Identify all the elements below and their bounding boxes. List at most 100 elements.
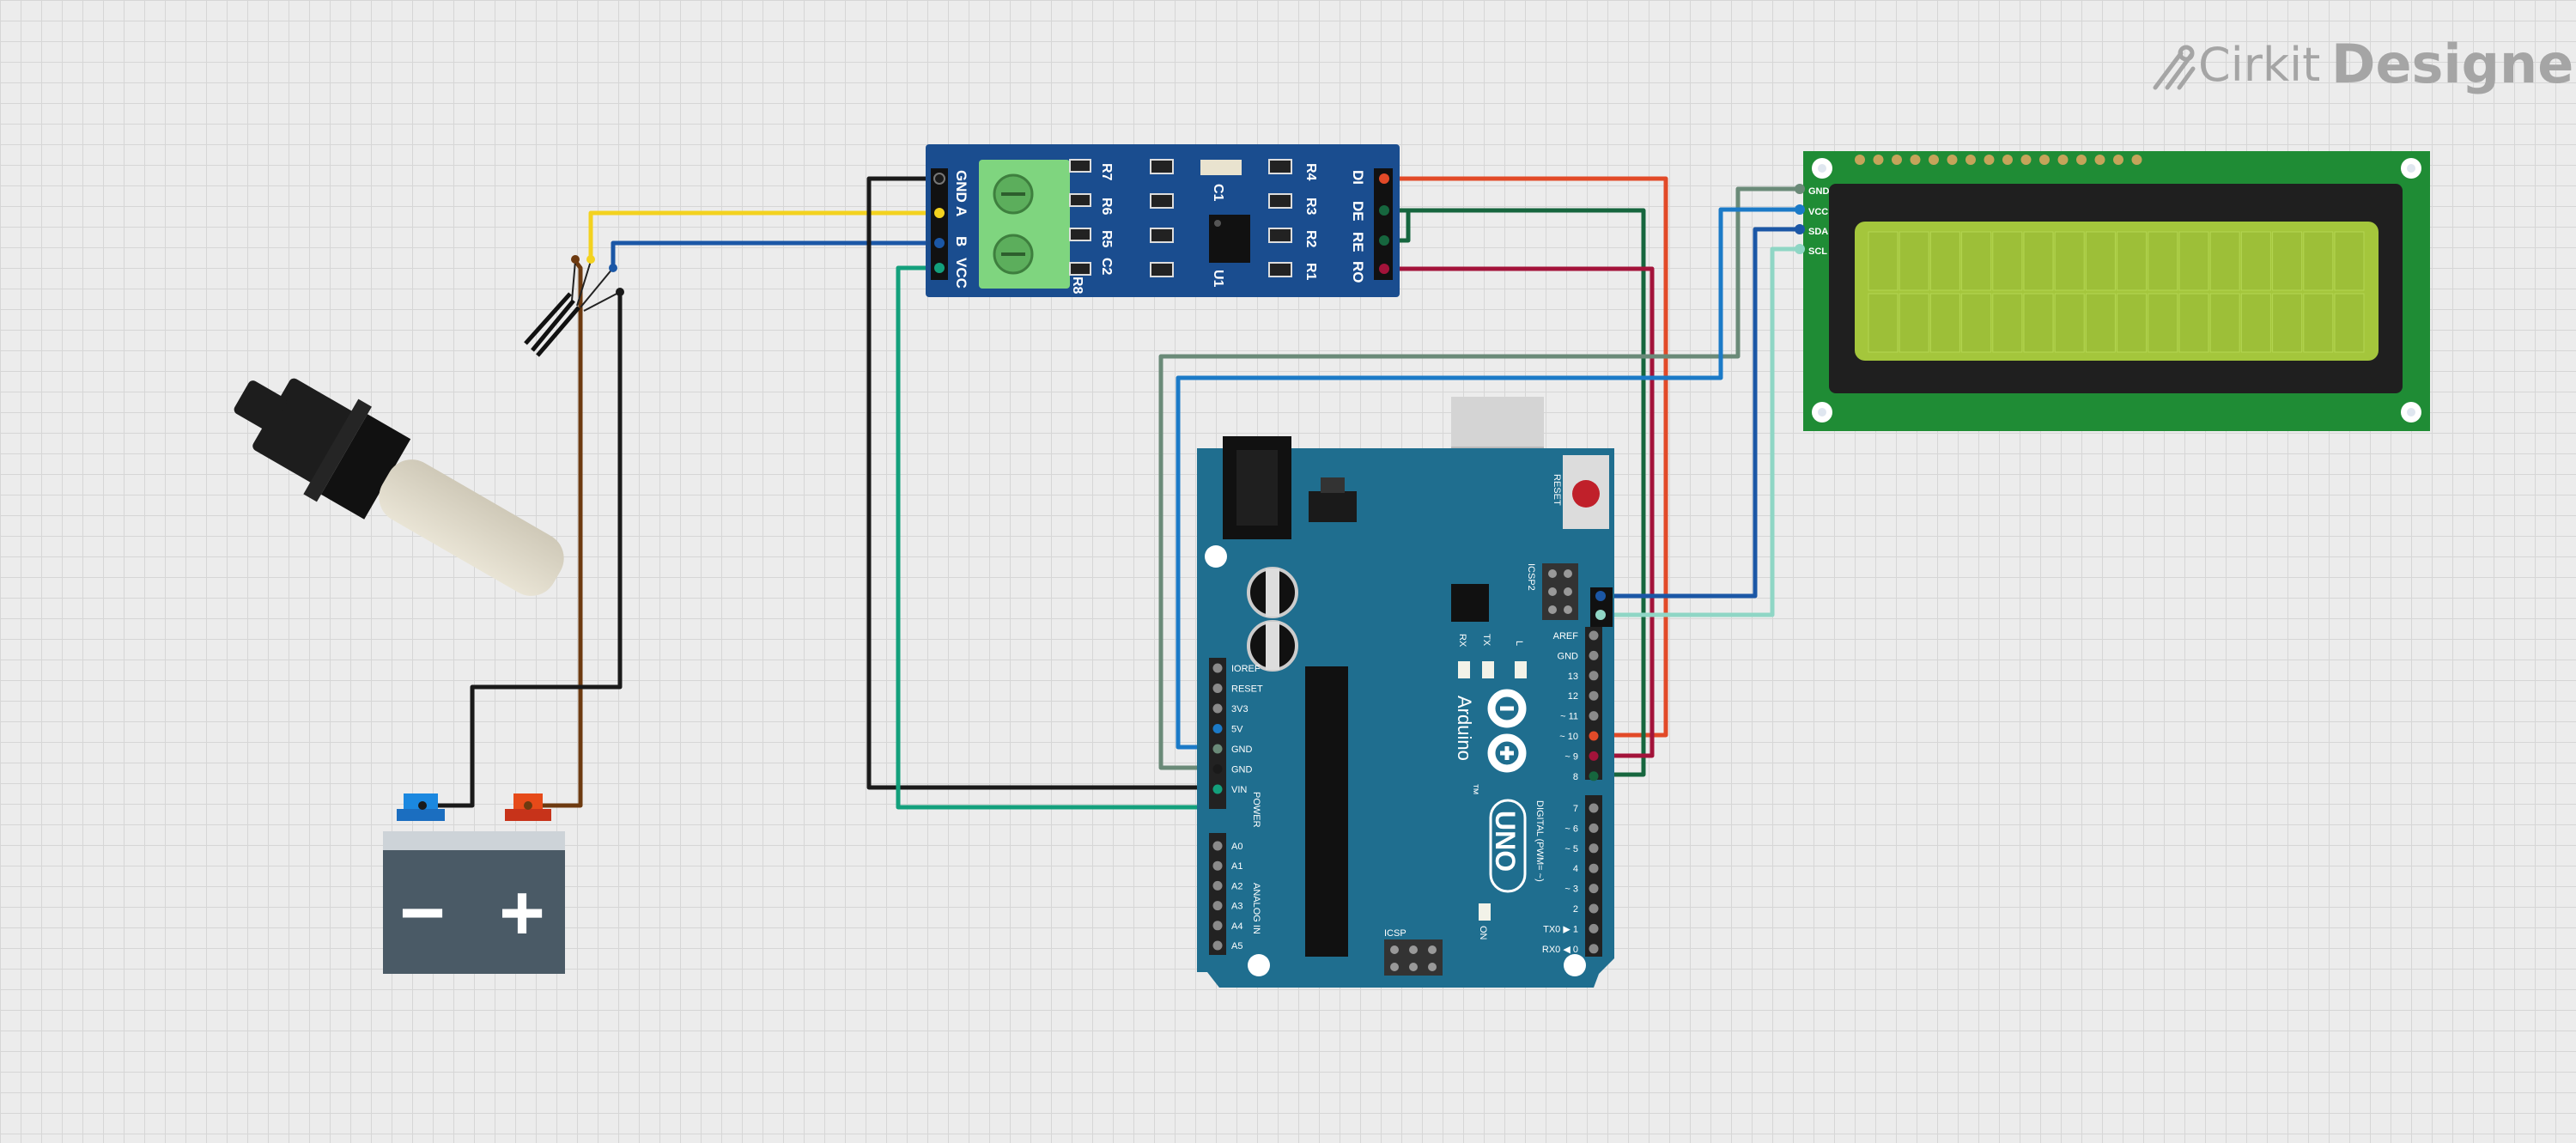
icsp2-pin-sda[interactable] bbox=[1595, 591, 1606, 601]
pin-dhigh-aref[interactable] bbox=[1589, 630, 1599, 641]
lcd-cell bbox=[2085, 293, 2116, 353]
icsp2-pin-scl[interactable] bbox=[1595, 610, 1606, 620]
lcd-top-pin bbox=[1873, 155, 1884, 165]
lcd-top-pin bbox=[1929, 155, 1939, 165]
wire-rs485-de-green[interactable] bbox=[1383, 208, 1646, 777]
pin-power-gnd[interactable] bbox=[1212, 744, 1223, 754]
pin-analog-a4[interactable] bbox=[1212, 921, 1223, 931]
pin-dlow-3[interactable] bbox=[1589, 884, 1599, 894]
pin-dhigh-10[interactable] bbox=[1589, 731, 1599, 741]
rs485-comp-c2: C2 bbox=[1099, 258, 1114, 276]
pin-power-ioref[interactable] bbox=[1212, 663, 1223, 673]
wire-rs485-ro-crimson[interactable] bbox=[1383, 266, 1655, 758]
analog-header bbox=[1209, 833, 1226, 955]
pin-power-5v[interactable] bbox=[1212, 724, 1223, 733]
lcd-cell bbox=[2209, 231, 2240, 291]
wire-lcd-scl-light[interactable] bbox=[1596, 246, 1802, 617]
lcd-pin-vcc[interactable] bbox=[1795, 204, 1805, 215]
wire-rs485-gnd-black[interactable] bbox=[866, 176, 1218, 790]
pin-analog-a3[interactable] bbox=[1212, 901, 1223, 911]
pin-label-power-gnd: GND bbox=[1231, 765, 1253, 775]
rs485-pin-a[interactable] bbox=[934, 208, 945, 218]
rs485-pin-di[interactable] bbox=[1379, 173, 1389, 184]
lcd-label-sda: SDA bbox=[1808, 227, 1828, 237]
rs485-comp-r5: R5 bbox=[1099, 230, 1114, 248]
lcd-cell bbox=[2334, 231, 2365, 291]
wire-probe-blue[interactable] bbox=[611, 240, 940, 271]
rs485-label-re: RE bbox=[1350, 232, 1366, 252]
wire-probe-yellow[interactable] bbox=[588, 210, 940, 262]
rs485-comp-c1: C1 bbox=[1211, 184, 1225, 202]
pin-label-dhigh-aref: AREF bbox=[1553, 631, 1579, 641]
lcd-cell bbox=[2334, 293, 2365, 353]
rs485-label-di: DI bbox=[1350, 170, 1366, 185]
battery-body bbox=[383, 850, 565, 974]
pin-analog-a2[interactable] bbox=[1212, 880, 1223, 891]
pin-dlow-6[interactable] bbox=[1589, 823, 1599, 833]
lcd-pin-scl[interactable] bbox=[1795, 244, 1805, 254]
wire-rs485-di-red[interactable] bbox=[1383, 176, 1668, 738]
lcd-cell bbox=[2303, 231, 2334, 291]
pin-label-dlow-5: ~ 5 bbox=[1564, 844, 1578, 854]
battery-negative-terminal[interactable] bbox=[404, 793, 438, 809]
lcd-top-pin bbox=[1892, 155, 1902, 165]
pin-dlow-7[interactable] bbox=[1589, 803, 1599, 813]
pin-dlow-rx0-0[interactable] bbox=[1589, 944, 1599, 954]
lcd-cell bbox=[2178, 231, 2209, 291]
wire-probe-black[interactable] bbox=[420, 289, 623, 808]
conductivity-probe[interactable] bbox=[214, 255, 624, 624]
pin-analog-a1[interactable] bbox=[1212, 860, 1223, 871]
rs485-pin-re[interactable] bbox=[1379, 235, 1389, 246]
pin-power-gnd[interactable] bbox=[1212, 764, 1223, 774]
pin-power-3v3[interactable] bbox=[1212, 703, 1223, 714]
arduino-uno[interactable]: RESET ICSP2 RX TX L ON Arduino ™ UNO bbox=[1197, 397, 1614, 988]
rs485-pin-de[interactable] bbox=[1379, 205, 1389, 216]
rs485-pin-ro[interactable] bbox=[1379, 264, 1389, 274]
pin-label-dlow-2: 2 bbox=[1573, 904, 1578, 915]
pin-dhigh-8[interactable] bbox=[1589, 771, 1599, 781]
pin-dlow-5[interactable] bbox=[1589, 843, 1599, 854]
lcd-label-vcc: VCC bbox=[1808, 207, 1828, 217]
lcd-pin-gnd[interactable] bbox=[1795, 184, 1805, 194]
lcd-cell bbox=[2023, 293, 2054, 353]
pin-dlow-4[interactable] bbox=[1589, 863, 1599, 873]
rs485-label-de: DE bbox=[1350, 201, 1366, 222]
lcd-top-pin bbox=[2039, 155, 2050, 165]
led-l-label: L bbox=[1514, 641, 1524, 646]
lcd-16x2[interactable]: GND VCC SDA SCL bbox=[1795, 151, 2430, 431]
wire-lcd-vcc-blue[interactable] bbox=[1176, 207, 1802, 750]
lcd-pin-sda[interactable] bbox=[1795, 224, 1805, 234]
pin-dhigh-gnd[interactable] bbox=[1589, 650, 1599, 660]
rs485-pin-vcc[interactable] bbox=[934, 263, 945, 273]
rs485-comp-r2: R2 bbox=[1303, 230, 1318, 248]
pin-dlow-tx0-1[interactable] bbox=[1589, 923, 1599, 933]
lcd-label-scl: SCL bbox=[1808, 246, 1827, 257]
pin-dlow-2[interactable] bbox=[1589, 903, 1599, 914]
icsp2-label: ICSP2 bbox=[1526, 563, 1536, 591]
wire-lcd-gnd-gray[interactable] bbox=[1158, 186, 1802, 770]
pin-dhigh-12[interactable] bbox=[1589, 690, 1599, 701]
lcd-top-pin bbox=[2057, 155, 2069, 165]
pin-label-dhigh-11: ~ 11 bbox=[1560, 712, 1578, 722]
pin-power-reset[interactable] bbox=[1212, 684, 1223, 693]
pin-analog-a5[interactable] bbox=[1212, 940, 1223, 951]
pin-dhigh-13[interactable] bbox=[1589, 671, 1599, 681]
rs485-pin-b[interactable] bbox=[934, 238, 945, 248]
pin-dhigh-11[interactable] bbox=[1589, 711, 1599, 721]
rs485-comp-r7: R7 bbox=[1099, 163, 1114, 181]
rs485-pin-gnd[interactable] bbox=[933, 173, 945, 185]
wire-rs485-vcc-green[interactable] bbox=[896, 265, 1218, 810]
rs485-comp-u1: U1 bbox=[1211, 270, 1225, 288]
wire-lcd-sda-blue[interactable] bbox=[1596, 227, 1802, 599]
wire-probe-brown[interactable] bbox=[526, 258, 583, 808]
pin-power-vin[interactable] bbox=[1212, 784, 1223, 794]
pin-dhigh-9[interactable] bbox=[1589, 751, 1599, 761]
lcd-cell bbox=[1868, 231, 1899, 291]
battery[interactable]: − + bbox=[383, 793, 565, 974]
rs485-comp-r3: R3 bbox=[1303, 198, 1318, 216]
rs485-module[interactable]: GND A B VCC R7 R6 R5 C2 R8 C1 U1 R4 R3 R bbox=[926, 144, 1400, 297]
pin-analog-a0[interactable] bbox=[1212, 841, 1223, 851]
lcd-top-pin bbox=[2076, 155, 2087, 165]
lcd-top-pin bbox=[2094, 155, 2105, 165]
